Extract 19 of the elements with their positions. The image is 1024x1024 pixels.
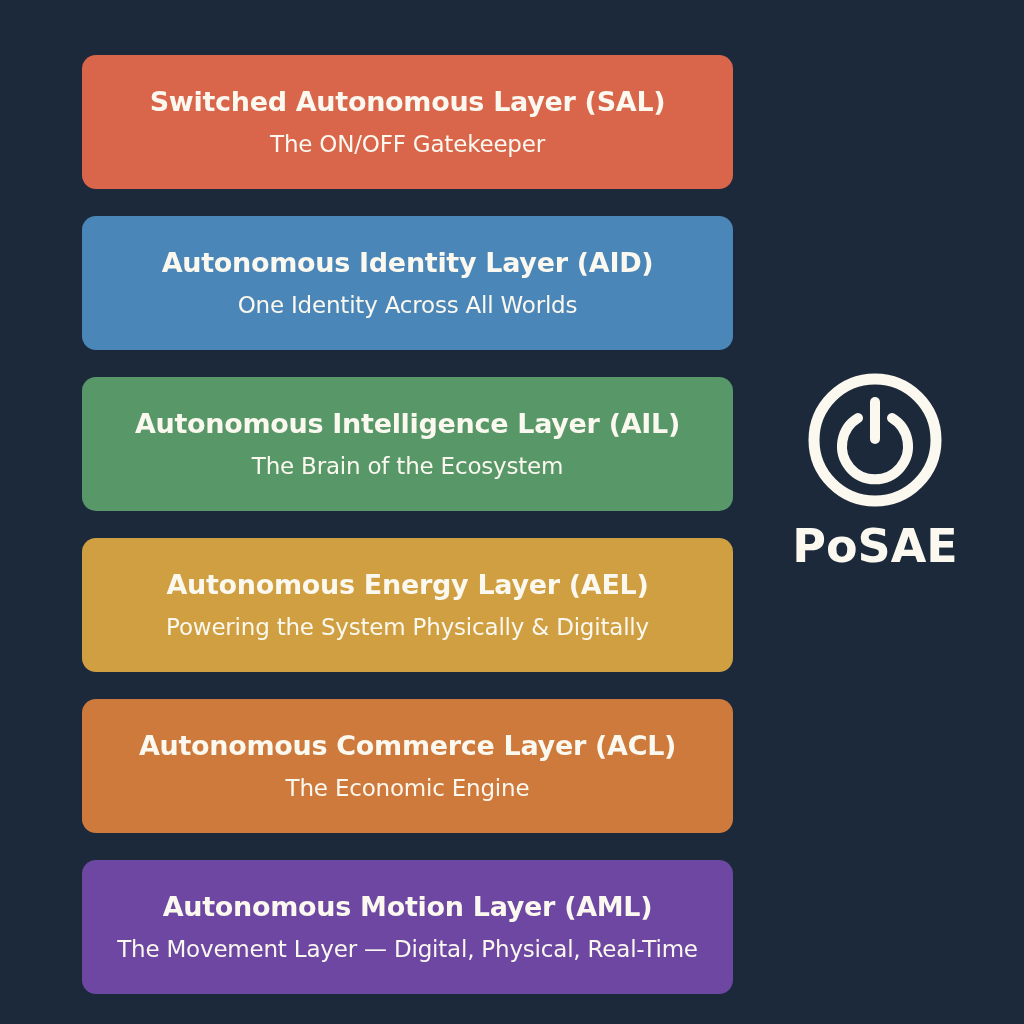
layer-description: The Brain of the Ecosystem [251,452,564,481]
layer-title: Autonomous Energy Layer (AEL) [166,568,649,602]
layer-box [82,538,733,672]
system-name: PoSAE [791,518,959,574]
layer-title: Autonomous Motion Layer (AML) [162,890,653,924]
layer-box [82,377,733,511]
layer-box [82,860,733,994]
layer-title: Autonomous Identity Layer (AID) [161,246,654,280]
layer-description: The Economic Engine [285,774,530,803]
layer-description: The Movement Layer — Digital, Physical, Real-Time [117,935,698,964]
layer-description: Powering the System Physically & Digitally [166,613,649,642]
layer-box [82,699,733,833]
layer-box [82,55,733,189]
layer-title: Switched Autonomous Layer (SAL) [149,85,666,119]
layer-box [82,216,733,350]
layer-title: Autonomous Commerce Layer (ACL) [138,729,677,763]
layer-description: The ON/OFF Gatekeeper [270,130,545,159]
layer-description: One Identity Across All Worlds [237,291,578,320]
layer-title: Autonomous Intelligence Layer (AIL) [134,407,681,441]
